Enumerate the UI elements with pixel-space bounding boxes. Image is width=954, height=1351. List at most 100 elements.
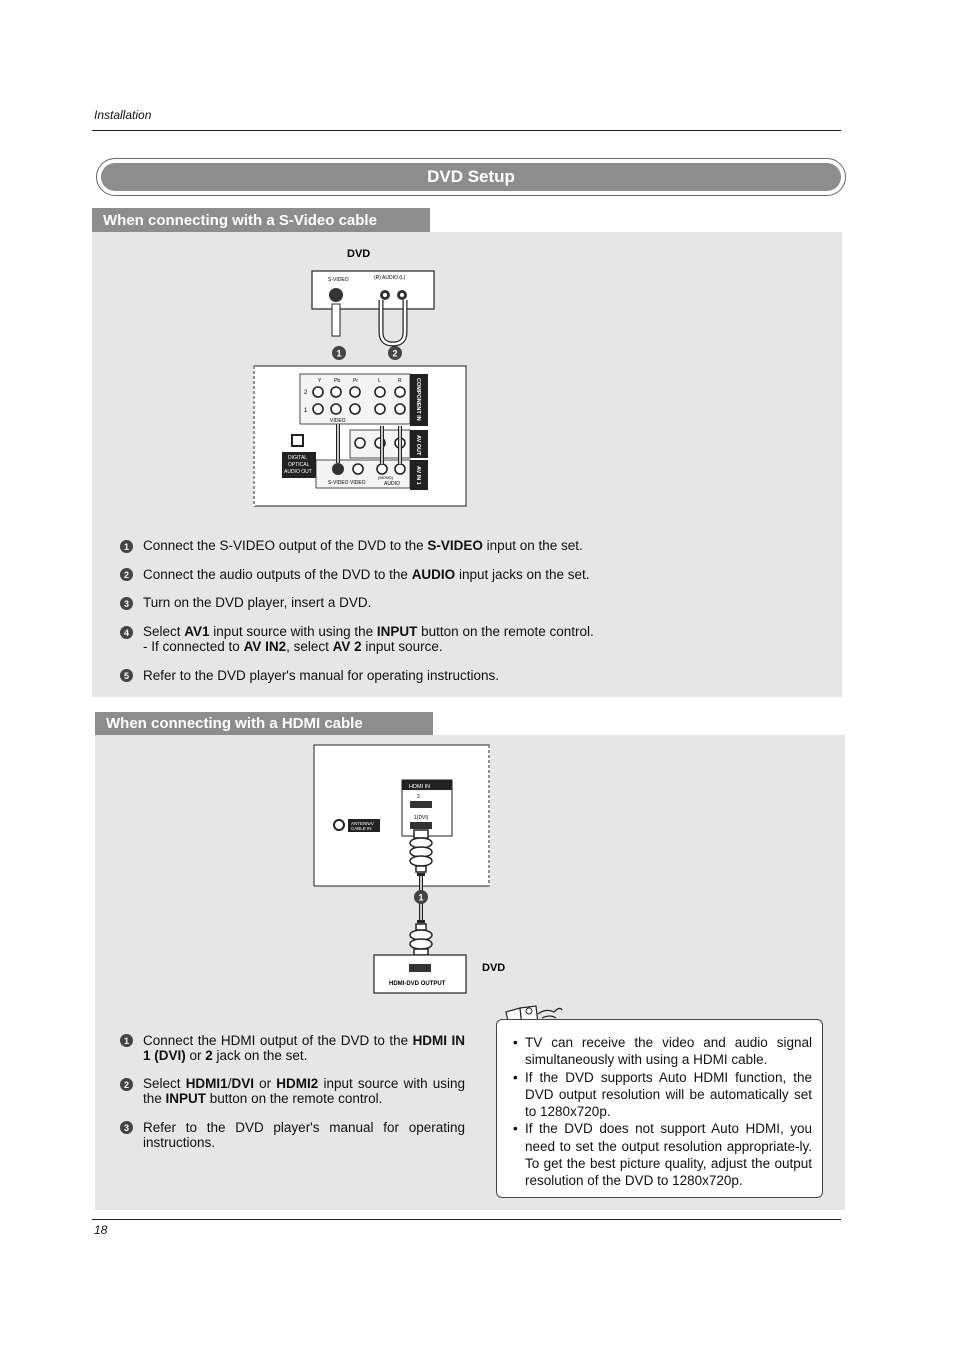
hdmi-port-2-label: 2 [417,794,420,800]
svideo-step-1-post: input on the set. [482,538,583,553]
optical-port [291,434,304,447]
svideo-marker-2: 2 [393,349,398,359]
svideo-marker-1: 1 [337,349,342,359]
hdmi-step-1-number: 1 [120,1034,133,1047]
tv-video-label: VIDEO [350,480,366,486]
hdmi-step-1-bold1: HDMI IN 1 (DVI) [143,1033,465,1063]
av-in1-tab [410,460,428,490]
svideo-heading: When connecting with a S-Video cable [92,208,430,232]
dvd-hdmi-device [373,954,467,994]
svideo-step-2-number: 2 [120,568,133,581]
hdmi-step-1-text: Connect the HDMI output of the DVD to th… [143,1033,413,1048]
header-section-label: Installation [94,108,152,122]
hdmi-step-3-number: 3 [120,1121,133,1134]
av-in1-label: AV IN 1 [415,466,421,485]
hdmi-cable-plug-bottom [409,923,433,956]
antenna-jack [333,819,345,831]
hdmi-step-2-number: 2 [120,1078,133,1091]
svideo-step-1-bold: S-VIDEO [427,538,483,553]
svideo-step-3: Turn on the DVD player, insert a DVD. [143,595,371,610]
marker-2-circle [388,346,402,360]
hdmi-step-2: Select HDMI1/DVI or HDMI2 input source w… [143,1076,465,1106]
hdmi-cable-plug-top [409,829,433,873]
tv-audio-label: AUDIO [384,481,400,487]
antenna-label-box [348,819,380,832]
digital-optical-box [282,452,316,478]
row-1: 1 [304,408,308,414]
marker-1-circle [332,346,346,360]
svideo-step-5: Refer to the DVD player's manual for ope… [143,668,499,683]
svideo-step-4-line2: - If connected to AV IN2, select AV 2 in… [143,639,443,654]
tv-svideo-label: S-VIDEO [328,480,349,486]
antenna-label-line1: ANTENNA/ [351,821,375,826]
dvd-svideo-jack [329,288,343,302]
component-in-tab [410,374,428,426]
header-rule [92,130,841,131]
svideo-step-2: Connect the audio outputs of the DVD to … [143,567,590,582]
col-pr: Pr [353,378,358,384]
av-in1-group [315,459,411,489]
hdmi-in-header [402,780,452,790]
col-r: R [398,378,402,384]
note-box: TV can receive the video and audio signa… [496,1019,823,1198]
svideo-step-1-number: 1 [120,540,133,553]
col-l: L [378,378,381,384]
hdmi-step-1: Connect the HDMI output of the DVD to th… [143,1033,465,1063]
digital-optical-line1: DIGITAL [288,455,307,461]
svideo-step-3-text: Turn on the DVD player, insert a DVD. [143,595,372,610]
dvd-hdmi-port [409,964,431,972]
dvd-svideo-label: S-VIDEO [328,277,349,283]
svideo-step-4-line1: Select AV1 input source with using the I… [143,624,594,639]
svideo-diagram: DVD S-VIDEO (R) AUDIO (L) 1 2 COMPONENT … [253,248,467,507]
svideo-step-1: Connect the S-VIDEO output of the DVD to… [143,538,583,553]
component-in-label: COMPONENT IN [415,378,421,421]
hdmi-dvd-label: DVD [482,962,505,974]
title-bar-fill: DVD Setup [101,163,841,191]
hdmi-port-2 [410,801,432,808]
dvd-audio-label: (R) AUDIO (L) [374,275,406,281]
dvd-hdmi-output-label: HDMI-DVD OUTPUT [389,981,446,987]
tv-mono-label: (MONO) [378,475,394,480]
svideo-dvd-label: DVD [347,248,370,260]
hdmi-step-1-mid: or [185,1048,206,1063]
note-item: If the DVD supports Auto HDMI function, … [513,1069,812,1121]
svideo-step-3-number: 3 [120,597,133,610]
hdmi-step-3: Refer to the DVD player's manual for ope… [143,1120,465,1150]
hdmi-step-1-post: jack on the set. [212,1048,308,1063]
svideo-cable-plug-top [331,303,341,337]
svideo-step-4: Select AV1 input source with using the I… [143,624,594,654]
hdmi-marker-1-circle [414,890,428,904]
component-video-label: VIDEO [330,418,346,424]
svideo-step-5-text: Refer to the DVD player's manual for ope… [143,668,499,683]
digital-optical-line2: OPTICAL [288,462,310,468]
page-number: 18 [94,1223,108,1237]
hdmi-step-3-text: Refer to the DVD player's manual for ope… [143,1120,465,1150]
col-y: Y [318,378,322,384]
hdmi-diagram: HDMI IN 2 1(DVI) ANTENNA/ CABLE IN 1 HDM… [313,744,505,994]
svideo-step-5-number: 5 [120,669,133,682]
component-jacks [312,386,406,415]
footer-rule [92,1219,841,1220]
svideo-step-2-bold: AUDIO [411,567,456,582]
note-item: TV can receive the video and audio signa… [513,1034,812,1069]
antenna-label-line2: CABLE IN [351,826,372,831]
hdmi-marker-1: 1 [419,893,424,903]
page-title: DVD Setup [427,167,515,186]
digital-optical-line3: AUDIO OUT [284,469,312,475]
svideo-section [92,232,842,697]
hdmi-port-1-label: 1(DVI) [414,815,429,821]
svideo-step-2-post: input jacks on the set. [455,567,590,582]
svideo-step-1-text: Connect the S-VIDEO output of the DVD to… [143,538,428,553]
title-bar: DVD Setup [96,158,846,196]
av-out-tab [410,430,428,458]
hdmi-port-1 [410,822,432,829]
note-item: If the DVD does not support Auto HDMI, y… [513,1120,812,1189]
row-2: 2 [304,390,308,396]
hdmi-heading: When connecting with a HDMI cable [95,712,433,735]
av-out-label: AV OUT [415,435,421,456]
hdmi-in-label: HDMI IN [409,784,430,790]
svideo-step-4-number: 4 [120,626,133,639]
col-pb: Pb [334,378,340,384]
note-list: TV can receive the video and audio signa… [497,1020,822,1190]
hdmi-step-1-bold2: 2 [205,1048,213,1063]
